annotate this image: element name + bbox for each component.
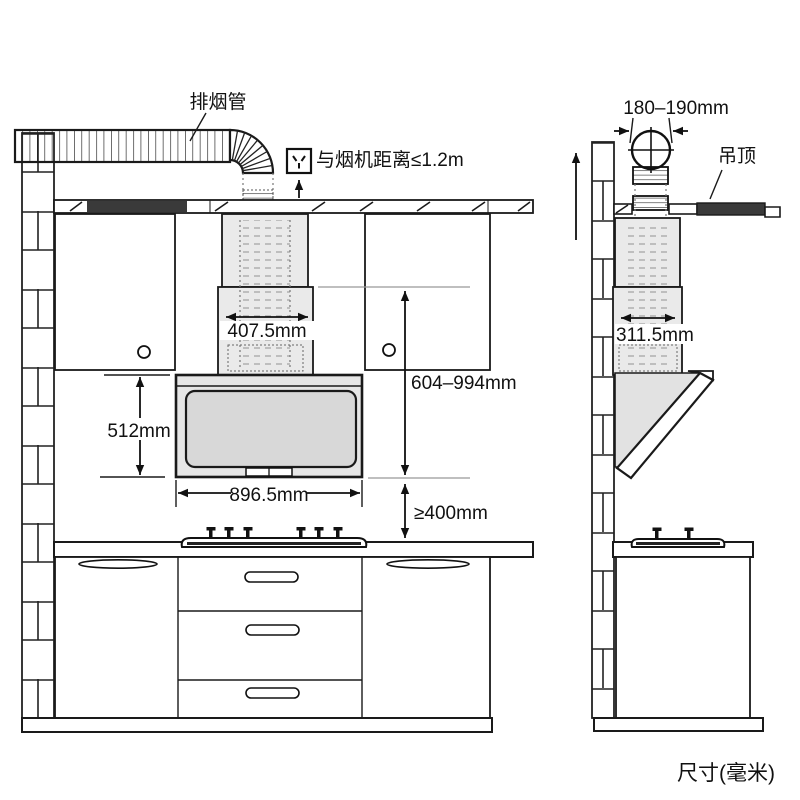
plinth-side	[593, 717, 764, 732]
range-hood-front	[174, 373, 364, 479]
exhaust-pipe-elbow	[228, 128, 275, 175]
inner-duct-outline	[618, 344, 678, 372]
base-cabinet-side	[615, 556, 751, 719]
dimension-duct-diameter: 180–190mm	[614, 98, 729, 144]
socket-distance-label: 与烟机距离≤1.2m	[316, 149, 464, 171]
wall-cabinet-left	[54, 213, 176, 371]
inner-duct-corrugation	[628, 223, 668, 368]
inner-duct-outline	[227, 344, 304, 372]
dimension-chimney-width: 407.5mm	[220, 312, 314, 342]
ceiling-label: 吊顶	[718, 146, 756, 167]
plinth-front	[21, 717, 493, 733]
ceiling-leader	[709, 169, 723, 200]
chimney-cover-front	[217, 213, 314, 376]
svg-text:407.5mm: 407.5mm	[227, 321, 306, 342]
ceiling-strip-side	[613, 202, 781, 218]
svg-text:≥400mm: ≥400mm	[414, 503, 488, 524]
inner-duct-corrugation	[240, 220, 290, 368]
burner-grate-left	[206, 527, 253, 538]
burner-grate-right	[296, 527, 343, 538]
range-hood-side	[614, 370, 715, 480]
dimension-hood-height: 512mm	[100, 374, 171, 478]
side-view: 180–190mm 吊顶 311	[571, 98, 781, 732]
suspended-ceiling-panel	[696, 202, 766, 216]
svg-text:604–994mm: 604–994mm	[411, 373, 517, 394]
dimension-chimney-depth: 311.5mm	[615, 313, 699, 346]
chimney-cover-side	[612, 217, 683, 376]
ceiling-hatch-marks	[69, 200, 531, 213]
base-cabinet-front	[21, 556, 493, 733]
dimension-install-height: 604–994mm	[400, 291, 517, 475]
power-socket-icon	[285, 147, 313, 175]
svg-text:311.5mm: 311.5mm	[616, 325, 694, 346]
exhaust-duct-side	[632, 166, 669, 218]
gas-stove-side	[630, 527, 726, 548]
ceiling-strip-front	[53, 199, 534, 214]
dimension-min-clearance: ≥400mm	[400, 484, 488, 538]
svg-text:896.5mm: 896.5mm	[229, 485, 308, 506]
units-note: 尺寸(毫米)	[677, 762, 775, 785]
drawer-handle-3	[245, 687, 300, 699]
front-view: 排烟管 与烟机距离≤1.2m	[13, 91, 534, 733]
cabinet-knob	[137, 345, 151, 359]
wall-cabinet-right	[364, 213, 491, 371]
cabinet-knob	[382, 343, 396, 357]
drawer-handle-1	[244, 571, 299, 583]
exhaust-pipe-leader	[189, 112, 207, 142]
dimension-hood-width: 896.5mm	[175, 480, 363, 507]
door-handle-right	[386, 558, 470, 569]
door-handle-left	[78, 558, 158, 569]
ceiling-dark-segment	[87, 201, 187, 212]
burner-posts	[652, 527, 694, 539]
tiled-wall-front	[21, 132, 55, 719]
hood-glass-panel	[184, 389, 358, 469]
svg-text:512mm: 512mm	[107, 421, 170, 442]
svg-text:180–190mm: 180–190mm	[623, 98, 729, 119]
drawer-handle-2	[245, 624, 300, 636]
tiled-wall-side	[591, 141, 615, 719]
exhaust-pipe-horizontal	[13, 128, 232, 164]
exhaust-pipe-label: 排烟管	[189, 91, 246, 113]
gas-stove-front	[180, 527, 368, 548]
